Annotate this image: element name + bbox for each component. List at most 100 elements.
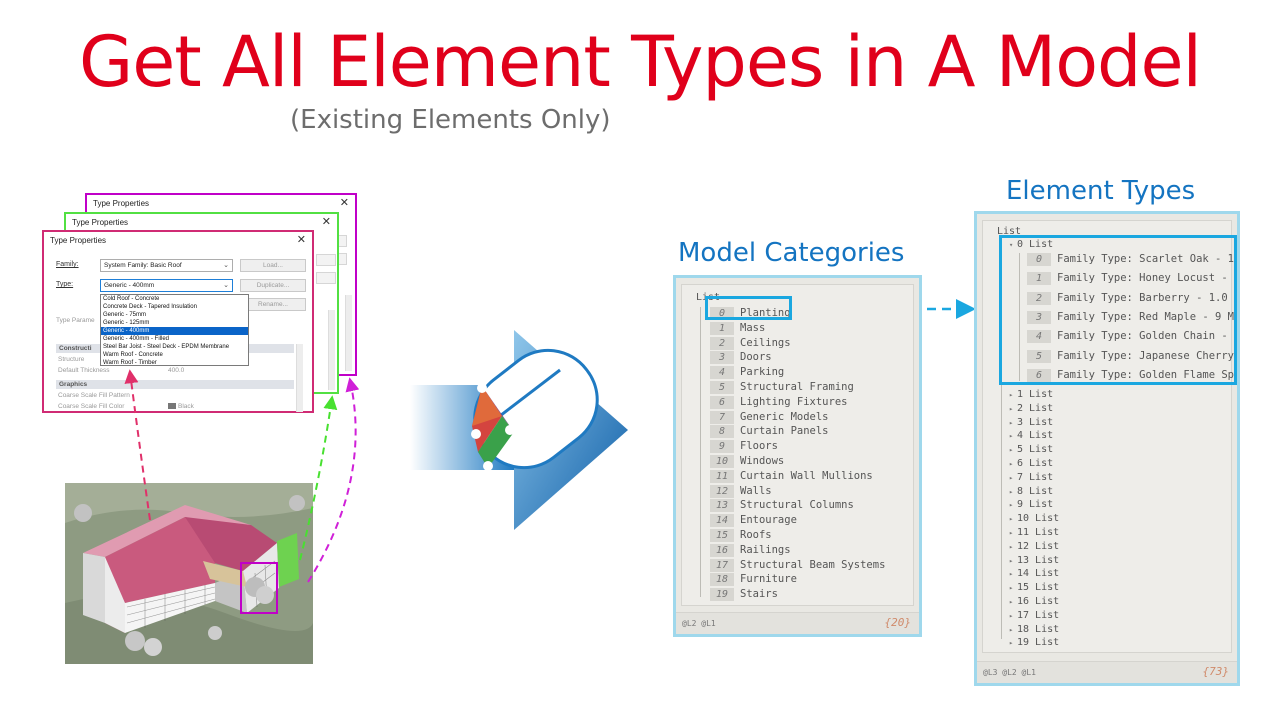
duplicate-button[interactable]: Duplicate... — [240, 279, 306, 292]
dropdown-option[interactable]: Cold Roof - Concrete — [103, 296, 160, 302]
collapsed-list-item[interactable]: ▸12 List — [1009, 541, 1059, 552]
collapsed-list-item[interactable]: ▸17 List — [1009, 610, 1059, 621]
close-icon[interactable]: ✕ — [321, 216, 331, 228]
expand-triangle-icon[interactable]: ▸ — [1009, 556, 1014, 565]
collapsed-list-item[interactable]: ▸3 List — [1009, 417, 1053, 428]
collapsed-list-item[interactable]: ▸8 List — [1009, 486, 1053, 497]
expand-triangle-icon[interactable]: ▸ — [1009, 501, 1014, 510]
expand-triangle-icon[interactable]: ▸ — [1009, 611, 1014, 620]
expand-triangle-icon[interactable]: ▸ — [1009, 542, 1014, 551]
dropdown-option[interactable]: Concrete Deck - Tapered Insulation — [103, 304, 197, 310]
list-index: 5 — [1027, 349, 1051, 363]
close-icon[interactable]: ✕ — [339, 197, 349, 209]
type-dropdown-list[interactable]: Cold Roof - Concrete Concrete Deck - Tap… — [100, 294, 249, 366]
expand-triangle-icon[interactable]: ▸ — [1009, 432, 1014, 441]
load-button[interactable]: Load... — [240, 259, 306, 272]
scrollbar[interactable] — [328, 310, 335, 390]
collapsed-list-item[interactable]: ▸7 List — [1009, 472, 1053, 483]
collapsed-list-item[interactable]: ▸9 List — [1009, 499, 1053, 510]
dropdown-option-selected[interactable]: Generic - 400mm — [101, 327, 248, 335]
expand-triangle-icon[interactable]: ▸ — [1009, 529, 1014, 537]
group-label: 19 List — [1017, 637, 1060, 649]
expand-triangle-icon[interactable]: ▸ — [1009, 625, 1014, 634]
list-value: Family Type: Barberry - 1.0 — [1057, 291, 1228, 304]
family-dropdown[interactable]: System Family: Basic Roof ⌄ — [100, 259, 233, 272]
collapsed-list-item[interactable]: ▸15 List — [1009, 582, 1059, 593]
expand-triangle-icon[interactable]: ▸ — [1009, 446, 1014, 455]
list-index: 0 — [1027, 253, 1051, 266]
dropdown-option[interactable]: Generic - 400mm - Filled — [103, 336, 170, 342]
expand-triangle-icon[interactable]: ▸ — [1009, 584, 1014, 593]
collapsed-list-item[interactable]: ▸13 List — [1009, 555, 1059, 566]
dropdown-option[interactable]: Generic - 125mm — [103, 320, 150, 326]
collapsed-list-item[interactable]: ▸5 List — [1009, 444, 1053, 455]
collapsed-list-item[interactable]: ▸4 List — [1009, 430, 1053, 441]
collapsed-list-item[interactable]: ▸14 List — [1009, 568, 1059, 579]
dropdown-option[interactable]: Steel Bar Joist - Steel Deck - EPDM Memb… — [103, 344, 230, 350]
scrollbar[interactable] — [345, 295, 352, 371]
expand-triangle-icon[interactable]: ▸ — [1009, 391, 1014, 399]
expand-triangle-icon[interactable]: ▸ — [1009, 598, 1014, 606]
collapsed-list-item[interactable]: ▸11 List — [1009, 527, 1059, 538]
list-index: 19 — [710, 588, 734, 602]
collapsed-list-item[interactable]: ▸18 List — [1009, 624, 1059, 635]
type-dropdown[interactable]: Generic - 400mm ⌄ — [100, 279, 233, 292]
rename-button[interactable]: Rename... — [240, 298, 306, 311]
expand-triangle-icon[interactable]: ▸ — [1009, 473, 1014, 482]
collapsed-list-item[interactable]: ▸16 List — [1009, 596, 1059, 607]
collapsed-list-item[interactable]: ▸6 List — [1009, 458, 1053, 469]
group-0-header[interactable]: ▾0 List — [1009, 239, 1053, 250]
dropdown-option[interactable]: Generic - 75mm — [103, 312, 147, 318]
expand-triangle-icon[interactable]: ▸ — [1009, 404, 1014, 413]
collapsed-list-item[interactable]: ▸2 List — [1009, 403, 1053, 414]
scrollbar[interactable] — [296, 344, 303, 412]
expand-triangle-icon[interactable]: ▸ — [1009, 487, 1014, 496]
dropdown-option[interactable]: Warm Roof - Timber — [103, 360, 157, 366]
list-value: Family Type: Japanese Cherry — [1057, 349, 1235, 362]
element-type-item[interactable]: 5 Family Type: Japanese Cherry — [1027, 349, 1234, 364]
collapsed-list-item[interactable]: ▸19 List — [1009, 637, 1059, 648]
collapsed-list-item[interactable]: ▸10 List — [1009, 513, 1059, 524]
expand-triangle-icon[interactable]: ▸ — [1009, 418, 1014, 427]
expand-triangle-icon[interactable]: ▾ — [1009, 241, 1014, 249]
collapsed-list-item[interactable]: ▸1 List — [1009, 389, 1053, 400]
list-index: 16 — [710, 543, 734, 557]
close-icon[interactable]: ✕ — [296, 234, 306, 246]
expand-triangle-icon[interactable]: ▸ — [1009, 639, 1014, 648]
expand-triangle-icon[interactable]: ▸ — [1009, 515, 1014, 524]
expand-triangle-icon[interactable]: ▸ — [1009, 570, 1014, 579]
expand-triangle-icon[interactable]: ▸ — [1009, 460, 1014, 468]
dropdown-option[interactable]: Warm Roof - Concrete — [103, 352, 163, 358]
group-graphics[interactable]: Graphics — [56, 380, 294, 389]
